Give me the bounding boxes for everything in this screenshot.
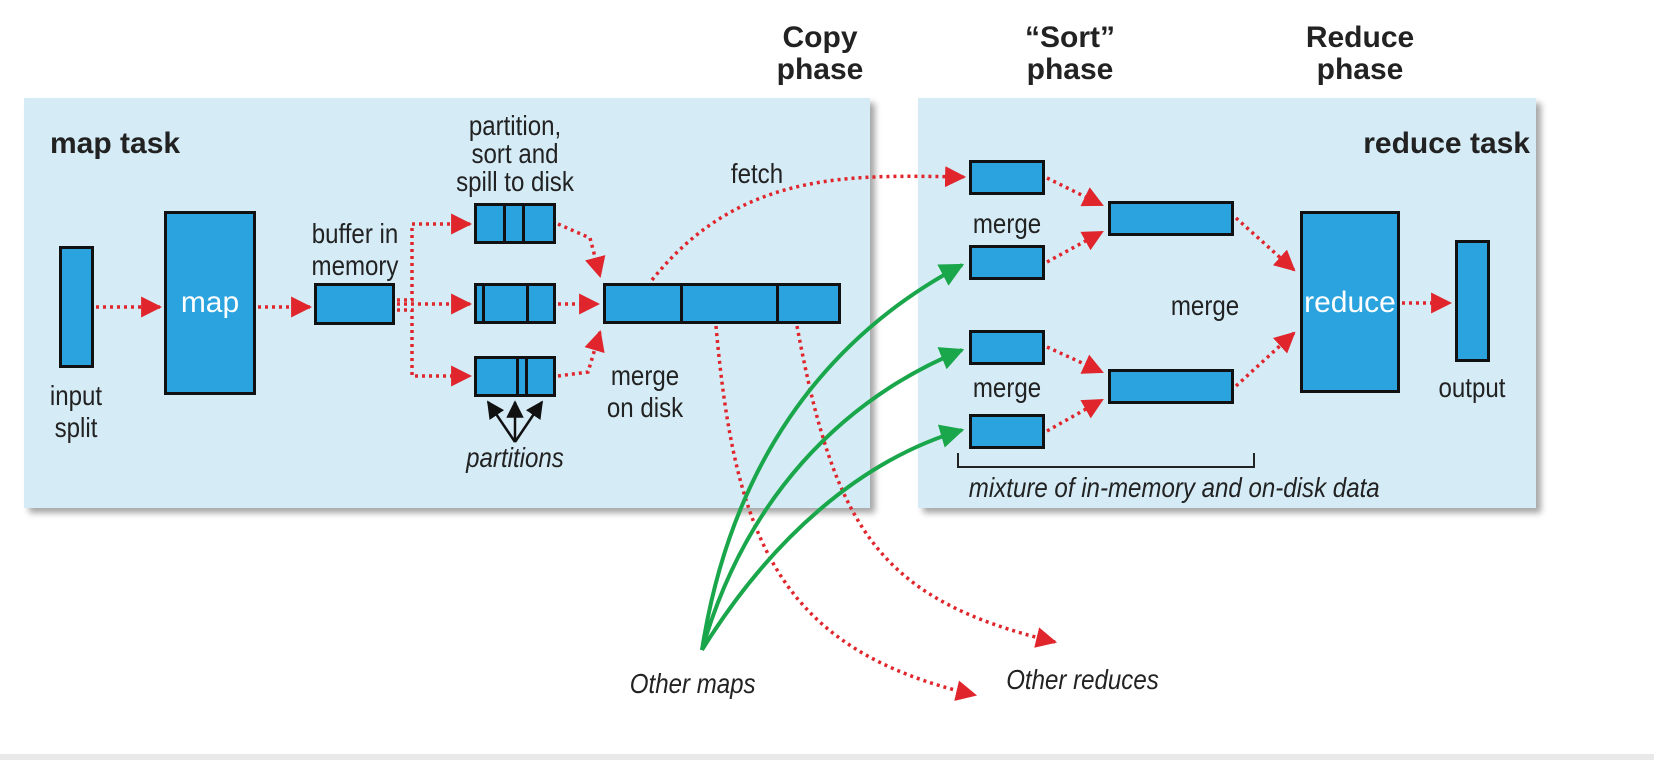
fetched-segment-3 [969, 330, 1045, 365]
merge-bottom-label: merge [972, 372, 1042, 403]
spill-file-3-divider [525, 359, 528, 394]
map-block: map [164, 211, 256, 395]
map-label: map [180, 286, 240, 319]
buffer-label: buffer in memory [299, 218, 411, 282]
reduce-label: reduce [1304, 286, 1396, 319]
spill-file-3-divider [516, 359, 519, 394]
copy-phase-line1: Copy [782, 21, 858, 54]
spill-file-2-divider [482, 286, 485, 321]
reduce-phase-line2: phase [1316, 53, 1404, 86]
reduce-task-title: reduce task [1363, 127, 1530, 160]
buffer-line1: buffer in [311, 218, 399, 249]
bottom-edge [0, 754, 1654, 760]
sort-phase-line1: “Sort” [1025, 21, 1115, 54]
input-split-line2: split [54, 412, 98, 443]
buffer-block [314, 283, 395, 325]
partition-line1: partition, [468, 110, 562, 141]
buffer-line2: memory [311, 250, 399, 281]
merged-segment-bottom [1108, 369, 1234, 404]
reduce-block: reduce [1300, 211, 1400, 393]
fetched-segment-2 [969, 245, 1045, 280]
partition-label: partition, sort and spill to disk [446, 112, 584, 196]
mixture-label: mixture of in-memory and on-disk data [968, 472, 1380, 503]
merged-output-file [603, 283, 841, 324]
sort-phase-line2: phase [1026, 53, 1114, 86]
merge-on-disk-line2: on disk [606, 392, 684, 423]
fetched-segment-4 [969, 414, 1045, 449]
reduce-phase-line1: Reduce [1305, 21, 1415, 54]
partition-line2: sort and [471, 138, 559, 169]
partitions-label: partitions [466, 442, 564, 473]
partition-line3: spill to disk [456, 166, 574, 197]
merged-file-divider [680, 286, 683, 321]
output-label: output [1438, 372, 1506, 403]
spill-file-1-divider [503, 206, 506, 241]
spill-file-3 [474, 356, 556, 397]
input-split-block [59, 246, 94, 368]
other-reduces-label: Other reduces [1006, 664, 1159, 695]
spill-file-1-divider [522, 206, 525, 241]
merge-middle-label: merge [1170, 290, 1240, 321]
merge-on-disk-label: merge on disk [598, 360, 693, 424]
merged-file-divider [776, 286, 779, 321]
input-split-line1: input [49, 380, 103, 411]
reduce-phase-label: Reduce phase [1295, 22, 1425, 86]
map-task-title: map task [50, 127, 181, 160]
fetch-label: fetch [730, 158, 784, 189]
spill-file-2-divider [526, 286, 529, 321]
fetched-segment-1 [969, 160, 1045, 195]
merge-top-label: merge [972, 208, 1042, 239]
sort-phase-label: “Sort” phase [1010, 22, 1130, 86]
output-block [1455, 240, 1490, 362]
spill-file-2 [474, 283, 556, 324]
merge-on-disk-line1: merge [610, 360, 680, 391]
input-split-label: input split [33, 380, 119, 444]
copy-phase-line2: phase [776, 53, 864, 86]
merged-segment-top [1108, 201, 1234, 236]
other-maps-label: Other maps [629, 668, 756, 699]
copy-phase-label: Copy phase [765, 22, 875, 86]
spill-file-1 [474, 203, 556, 244]
